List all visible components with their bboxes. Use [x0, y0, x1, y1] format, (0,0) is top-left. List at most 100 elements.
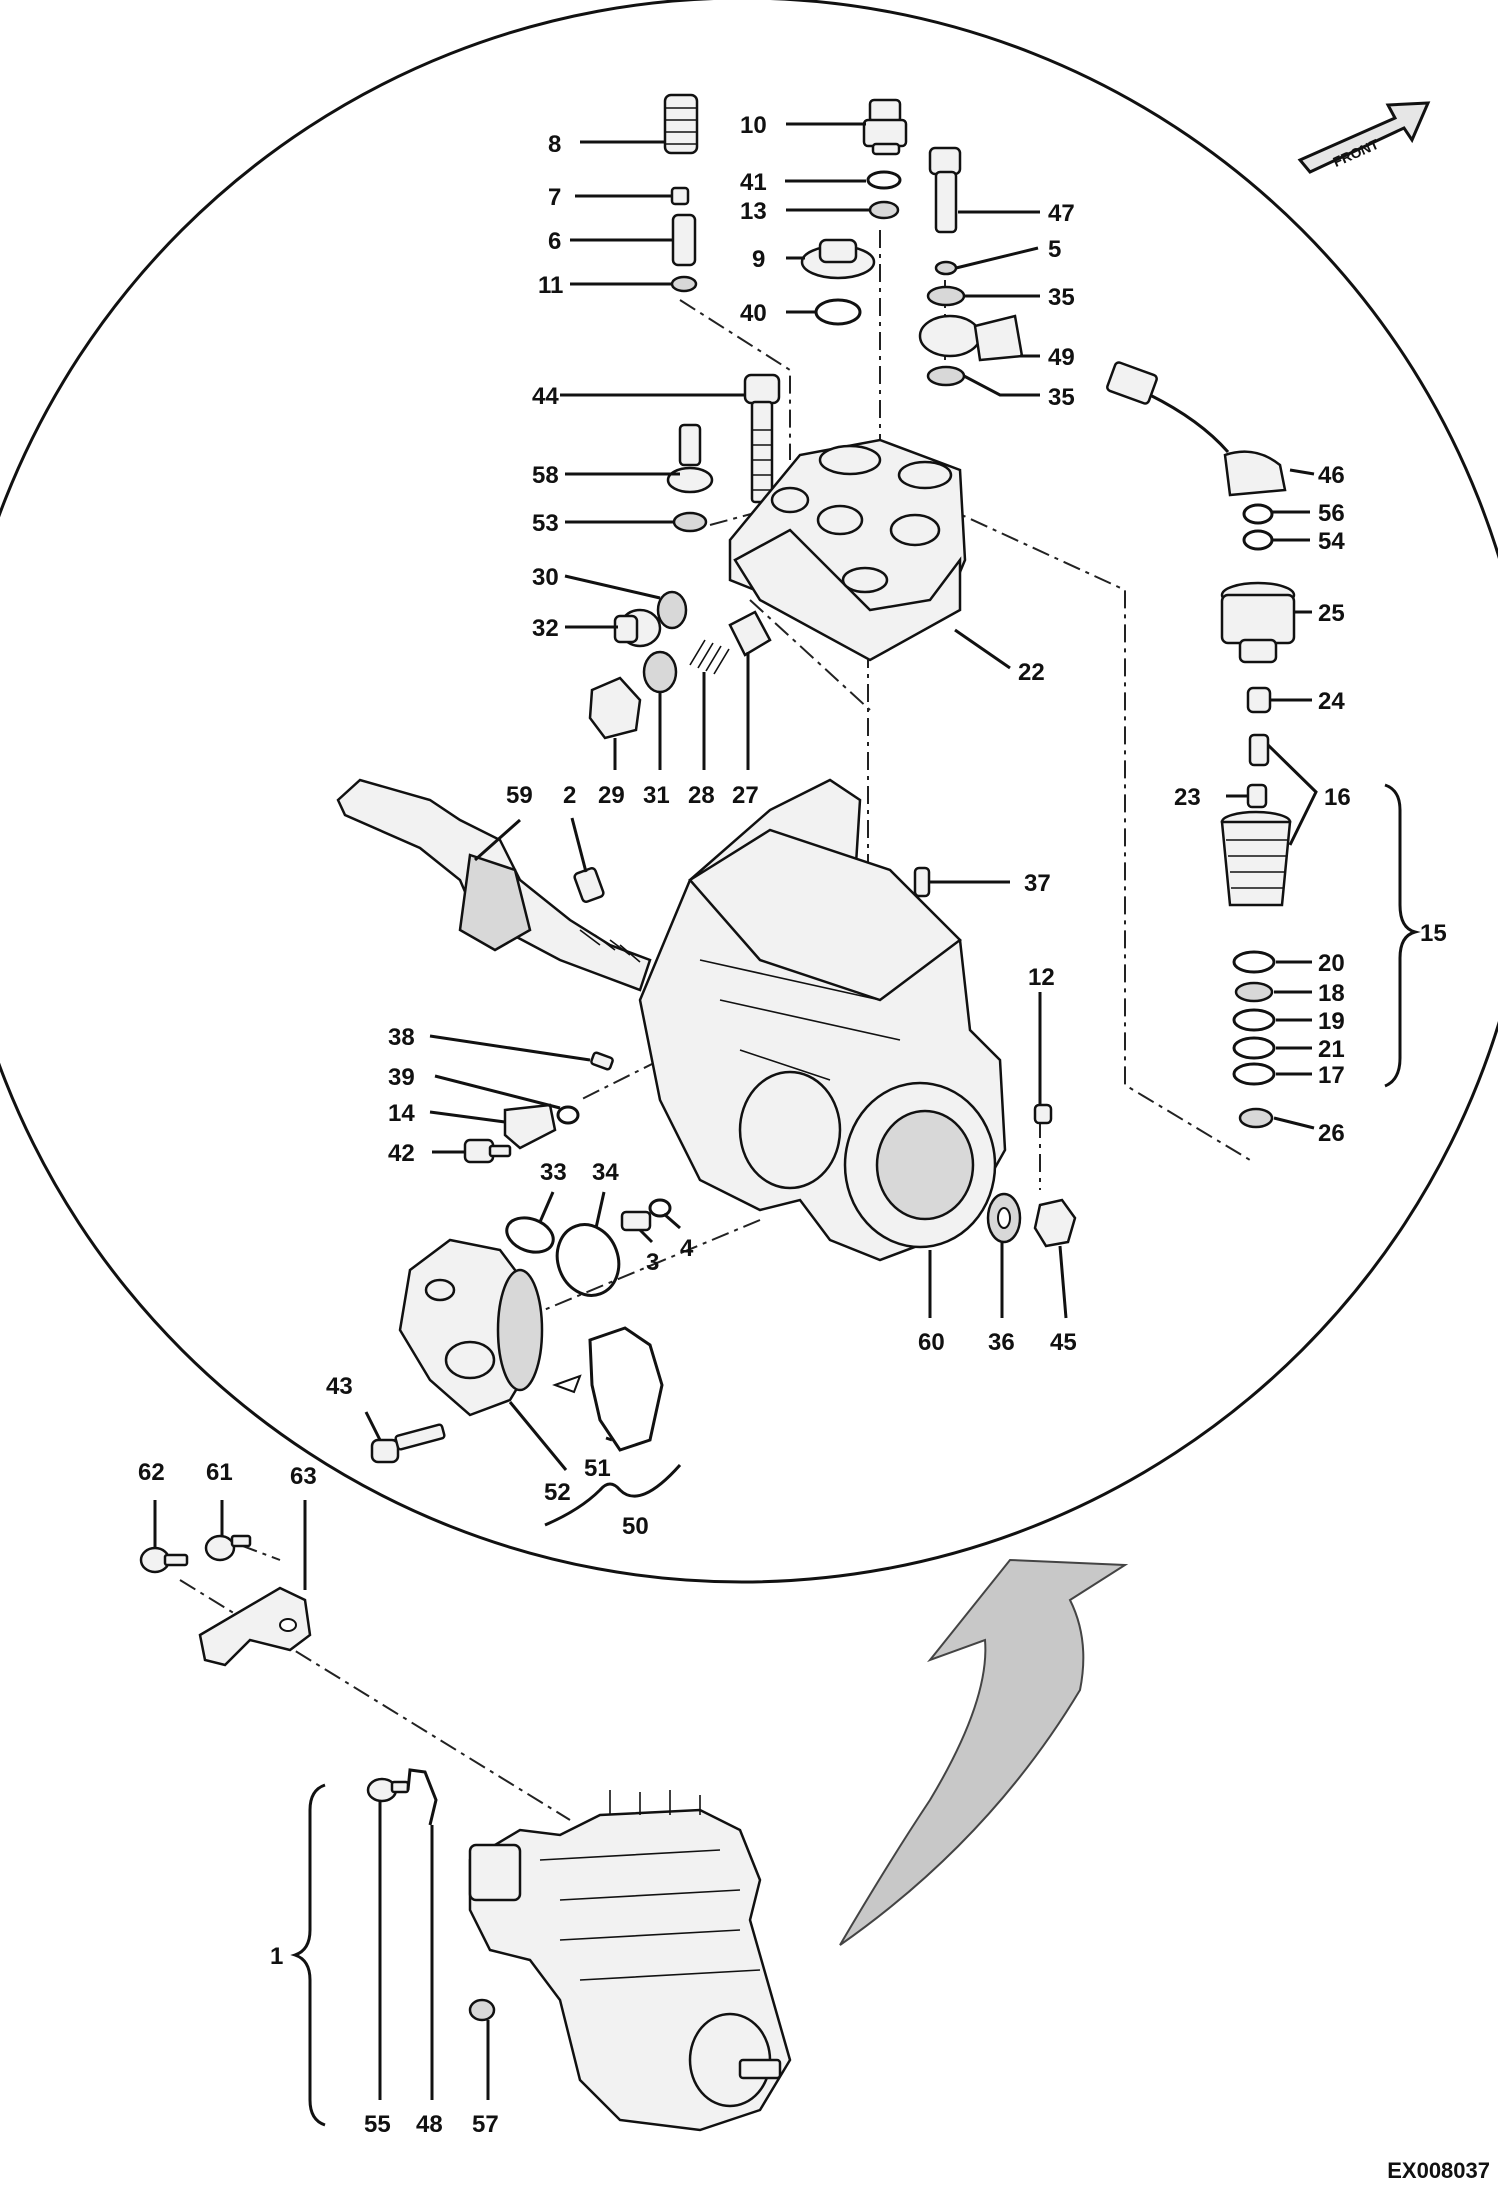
part-18-washer [1234, 981, 1274, 1003]
part-5-washer [934, 260, 958, 276]
part-45-nut [1033, 1198, 1077, 1248]
part-14-lever [503, 1103, 557, 1150]
callout-11: 11 [538, 272, 563, 299]
callout-2: 2 [563, 782, 576, 809]
callout-21: 21 [1318, 1036, 1345, 1063]
callout-50: 50 [622, 1513, 649, 1540]
callout-38: 38 [388, 1024, 415, 1051]
callout-48: 48 [416, 2111, 443, 2138]
callout-41: 41 [740, 169, 767, 196]
part-17-o-ring [1232, 1062, 1276, 1086]
part-34-o-ring [555, 1223, 621, 1297]
part-46-sensor-harness [1106, 361, 1287, 497]
part-32-plug [613, 608, 662, 648]
callout-33: 33 [540, 1159, 567, 1186]
callout-62: 62 [138, 1459, 165, 1486]
callout-35-upper: 35 [1048, 284, 1075, 311]
part-6-plunger [671, 213, 697, 267]
brace-1 [290, 1783, 326, 2127]
cursor-arrow-icon [552, 1374, 582, 1394]
callout-14: 14 [388, 1100, 415, 1127]
callout-1: 1 [270, 1943, 283, 1970]
callout-32: 32 [532, 615, 559, 642]
part-9-cap-plug [800, 238, 876, 280]
callout-labels: 8 7 6 11 10 41 13 9 40 47 5 35 49 35 44 … [138, 112, 1447, 2138]
part-41-o-ring [866, 170, 902, 190]
callout-8: 8 [548, 131, 561, 158]
part-4-o-ring [648, 1198, 672, 1218]
callout-63: 63 [290, 1463, 317, 1490]
callout-5: 5 [1048, 236, 1061, 263]
part-40-o-ring [814, 298, 862, 326]
callout-42: 42 [388, 1140, 415, 1167]
callout-61: 61 [206, 1459, 233, 1486]
front-arrow: FRONT [1297, 101, 1431, 174]
callout-16: 16 [1324, 784, 1351, 811]
callout-7: 7 [548, 184, 561, 211]
part-13-washer [868, 200, 900, 220]
part-1-injection-pump-assembly [468, 1790, 792, 2132]
part-59-camshaft [336, 778, 652, 992]
part-3-sleeve [620, 1210, 652, 1232]
part-20-o-ring [1232, 950, 1276, 974]
callout-29: 29 [598, 782, 625, 809]
callout-12: 12 [1028, 964, 1055, 991]
part-23-pin [1246, 783, 1268, 809]
part-43-bolt [370, 1423, 446, 1464]
part-50-kit-bracket [544, 1464, 682, 1527]
callout-58: 58 [532, 462, 559, 489]
callout-60: 60 [918, 1329, 945, 1356]
part-25-solenoid [1220, 581, 1296, 664]
part-62-bolt [139, 1546, 189, 1574]
part-55-bolt [366, 1777, 410, 1803]
callout-40: 40 [740, 300, 767, 327]
part-48-pipe [406, 1768, 438, 1826]
callout-46: 46 [1318, 462, 1345, 489]
callout-43: 43 [326, 1373, 353, 1400]
callout-30: 30 [532, 564, 559, 591]
callout-52: 52 [544, 1479, 571, 1506]
part-35-gasket-upper [926, 285, 966, 307]
part-8-spring-valve [663, 93, 699, 155]
callout-37: 37 [1024, 870, 1051, 897]
callout-39: 39 [388, 1064, 415, 1091]
part-2-key [573, 867, 605, 903]
part-61-bolt [204, 1534, 252, 1562]
part-44-bolt [743, 373, 781, 504]
callout-10: 10 [740, 112, 767, 139]
callout-23: 23 [1174, 784, 1201, 811]
callout-51: 51 [584, 1455, 611, 1482]
callout-24: 24 [1318, 688, 1345, 715]
part-63-bracket [198, 1586, 312, 1667]
callout-45: 45 [1050, 1329, 1077, 1356]
callout-26: 26 [1318, 1120, 1345, 1147]
callout-4: 4 [680, 1235, 694, 1262]
part-38-pin [590, 1051, 614, 1071]
callout-25: 25 [1318, 600, 1345, 627]
callout-55: 55 [364, 2111, 391, 2138]
leader-lines [153, 122, 1318, 2100]
part-47-hollow-bolt [928, 146, 962, 234]
part-16-spring-upper [1248, 733, 1270, 767]
callout-9: 9 [752, 246, 765, 273]
part-52-feed-pump [398, 1238, 544, 1417]
callout-20: 20 [1318, 950, 1345, 977]
part-49-fitting [918, 314, 1024, 362]
callout-22: 22 [1018, 659, 1045, 686]
part-29-cap [588, 676, 642, 740]
part-21-o-ring [1232, 1036, 1276, 1060]
part-56-o-ring [1242, 503, 1274, 525]
part-10-valve-bolt [862, 98, 908, 156]
callout-15: 15 [1420, 920, 1447, 947]
part-28-spring [689, 639, 730, 675]
part-51-gasket [588, 1326, 664, 1452]
callout-57: 57 [472, 2111, 499, 2138]
callout-47: 47 [1048, 200, 1075, 227]
callout-3: 3 [646, 1249, 659, 1276]
callout-36: 36 [988, 1329, 1015, 1356]
callout-53: 53 [532, 510, 559, 537]
callout-13: 13 [740, 198, 767, 225]
part-19-o-ring [1232, 1008, 1276, 1032]
